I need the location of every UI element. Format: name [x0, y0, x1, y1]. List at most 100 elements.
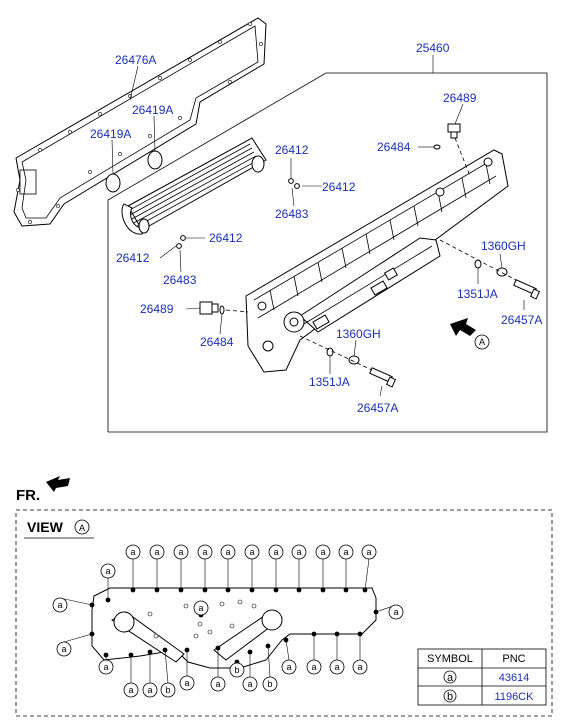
callout-letter-a: a	[202, 547, 207, 557]
callout-letter-a: a	[225, 547, 230, 557]
pn-cover-assembly: 25460	[416, 41, 450, 55]
legend-row-2-symbol-circle	[443, 689, 457, 703]
pn-clip-lower: 1360GH	[336, 327, 381, 341]
front-marker: FR.	[16, 476, 70, 504]
clip-right	[496, 267, 508, 277]
callout-bubble-a	[125, 544, 141, 560]
callout-letter-a: a	[57, 600, 62, 610]
callout-letter-a: a	[130, 547, 135, 557]
callout-bubble-a	[210, 676, 226, 692]
bolt-hole-dot	[128, 652, 134, 658]
callout-leader	[267, 645, 271, 678]
pn-washer-lower: 1351JA	[309, 375, 350, 389]
bolt-hole-dot	[311, 631, 317, 637]
callout-letter-a: a	[247, 679, 252, 689]
callout-bubble-a	[56, 641, 72, 657]
callout-letter-b: b	[267, 679, 272, 689]
pn-seal-left-c: 26483	[163, 273, 197, 287]
front-label: FR.	[16, 487, 40, 504]
view-a-frame	[15, 509, 553, 717]
bolt-hole-dot	[105, 597, 111, 603]
callout-letter-a: a	[184, 678, 189, 688]
callout-bubble-a	[242, 676, 258, 692]
pn-oring-plug-top: 26484	[377, 140, 411, 154]
callout-letter-a: a	[286, 662, 291, 672]
exploded-view: A 26476A 26419A 26419A 25460	[13, 17, 548, 433]
legend-row-1-pnc: 43614	[499, 672, 530, 684]
view-a-title-circle	[74, 519, 90, 535]
callout-bubble-b	[262, 676, 278, 692]
callout-bubble-a	[173, 544, 189, 560]
bolt-hole-dot	[89, 631, 95, 637]
oil-cooler-core	[121, 137, 267, 235]
callout-letter-a: a	[393, 607, 398, 617]
callout-bubble-a	[361, 544, 377, 560]
legend-row-1-symbol-circle	[443, 670, 457, 684]
pn-oring-b: 26419A	[90, 127, 131, 141]
bolt-hole-dot	[130, 587, 136, 593]
bolt-hole-dot	[362, 587, 368, 593]
callout-bubble-a	[281, 659, 297, 675]
bolt-hole-dot	[357, 631, 363, 637]
pn-seal-top-a: 26412	[275, 143, 309, 157]
oring-plug-top	[433, 144, 441, 150]
view-a-marker	[474, 334, 490, 350]
plug-top	[447, 123, 471, 177]
bolt-lower	[369, 367, 397, 388]
callout-letter-a: a	[103, 662, 108, 672]
callout-bubble-a	[197, 544, 213, 560]
bolt-hole-dot	[265, 643, 271, 649]
callout-bubble-a	[193, 600, 209, 616]
oring-b	[147, 150, 163, 170]
callout-bubble-a	[244, 544, 260, 560]
callout-letter-a: a	[334, 662, 339, 672]
callout-bubble-a	[306, 659, 322, 675]
callout-letter-a: a	[366, 547, 371, 557]
callout-bubble-a	[291, 544, 307, 560]
seal-left-b	[176, 243, 182, 249]
pn-bolt-right: 26457A	[501, 313, 542, 327]
callout-bubble-a	[338, 544, 354, 560]
bolt-hole-dot	[154, 587, 160, 593]
callout-letter-a: a	[198, 603, 203, 613]
callout-bubble-a	[329, 659, 345, 675]
callout-letter-a: a	[249, 547, 254, 557]
view-a-title: VIEW	[27, 519, 64, 535]
legend-header-symbol: SYMBOL	[427, 653, 473, 665]
callout-leader	[59, 597, 93, 606]
callout-letter-a: a	[61, 644, 66, 654]
legend-table: SYMBOL PNC a 43614 b 1196CK	[417, 648, 547, 706]
seal-top-a	[288, 178, 294, 184]
bolt-hole-dot	[178, 587, 184, 593]
callout-bubble-a	[100, 563, 116, 579]
front-arrow-icon	[46, 476, 70, 492]
legend-row-2-pnc: 1196CK	[495, 691, 535, 703]
bolt-hole-dot	[320, 587, 326, 593]
callout-bubble-a	[388, 604, 404, 620]
seal-top-b	[294, 183, 300, 189]
pn-clip-right: 1360GH	[481, 239, 526, 253]
callout-letter-a: a	[311, 662, 316, 672]
pn-seal-top-b: 26412	[322, 180, 356, 194]
callout-bubble-a	[123, 682, 139, 698]
pn-gasket: 26476A	[115, 53, 156, 67]
legend-row-2-symbol: b	[447, 691, 453, 703]
callout-letter-a: a	[296, 547, 301, 557]
bolt-hole-dot	[202, 587, 208, 593]
view-direction-arrow	[450, 318, 476, 336]
seal-left-a	[180, 235, 186, 241]
callout-letter-a: a	[147, 685, 152, 695]
oring-a	[105, 173, 121, 193]
bolt-hole-dot	[334, 631, 340, 637]
callout-letter-a: a	[357, 662, 362, 672]
bolt-hole-dot	[103, 652, 109, 658]
callout-leader	[164, 649, 169, 684]
legend-header-pnc: PNC	[502, 653, 525, 665]
view-a-marker-letter: A	[479, 337, 485, 347]
callout-leader	[364, 558, 370, 591]
gasket-part	[13, 17, 267, 227]
pn-washer-right: 1351JA	[457, 287, 498, 301]
callout-letter-a: a	[343, 547, 348, 557]
callout-bubble-a	[52, 597, 68, 613]
